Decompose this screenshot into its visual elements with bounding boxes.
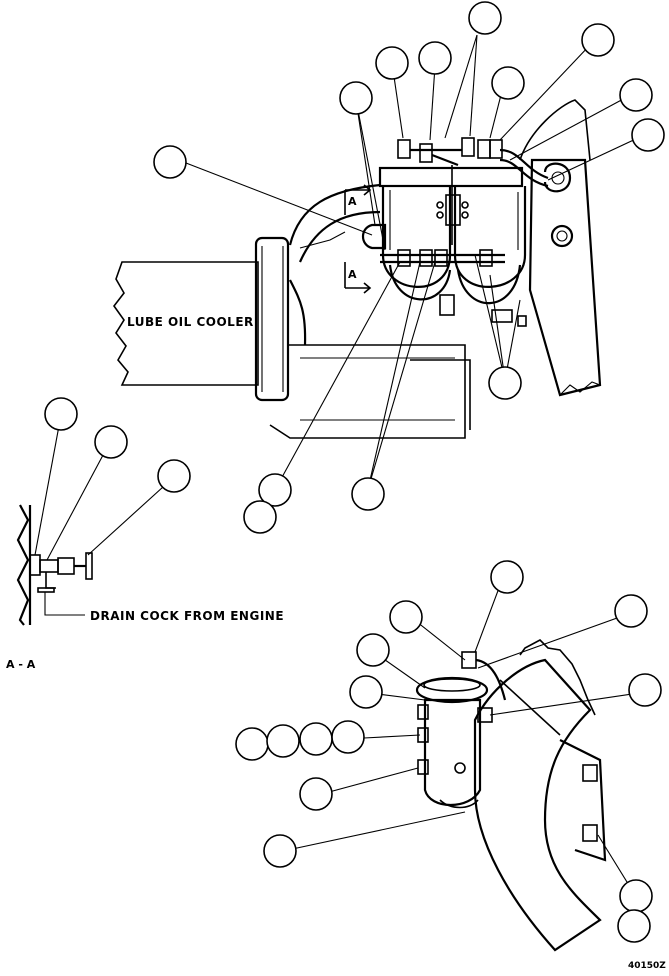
- callout-circle: [490, 560, 524, 594]
- callout-circle: [235, 727, 269, 761]
- callout-circles: [44, 1, 665, 943]
- filter-left-bowl: [381, 186, 452, 288]
- section-arrow-lower: [344, 262, 372, 294]
- section-aa-label: A - A: [6, 658, 36, 671]
- callout-circle: [243, 500, 277, 534]
- mounting-bracket: [528, 158, 602, 397]
- drain-cock-label: DRAIN COCK FROM ENGINE: [90, 609, 284, 623]
- callout-circle: [266, 724, 300, 758]
- callout-circle: [356, 633, 390, 667]
- cross-pipe: [380, 253, 505, 264]
- section-letter-lower: A: [348, 268, 357, 281]
- callout-circle: [631, 118, 665, 152]
- callout-circle: [94, 425, 128, 459]
- callout-circle: [258, 473, 292, 507]
- drain-cock-section: [16, 504, 93, 626]
- discharge-pipe: [499, 148, 549, 188]
- callout-circle: [389, 600, 423, 634]
- callout-circle: [349, 675, 383, 709]
- callout-circle: [299, 777, 333, 811]
- callout-circle: [468, 1, 502, 35]
- callout-circle: [351, 477, 385, 511]
- curved-duct: [473, 658, 602, 952]
- callout-circle: [488, 366, 522, 400]
- callout-circle: [628, 673, 662, 707]
- callout-circle: [339, 81, 373, 115]
- callout-circle: [157, 459, 191, 493]
- lube-oil-cooler-outline: [113, 261, 259, 386]
- callout-circle: [619, 78, 653, 112]
- callout-circle: [491, 66, 525, 100]
- filter-top-plate: [378, 166, 524, 188]
- callout-circle: [263, 834, 297, 868]
- lower-filter-body: [423, 698, 482, 807]
- callout-circle: [44, 397, 78, 431]
- callout-circle: [614, 594, 648, 628]
- callout-circle: [375, 46, 409, 80]
- callout-circle: [331, 720, 365, 754]
- lube-oil-cooler-label: LUBE OIL COOLER: [127, 315, 254, 329]
- section-letter-upper: A: [348, 195, 357, 208]
- callout-circle: [617, 909, 651, 943]
- engine-wall: [16, 504, 30, 626]
- callout-circle: [619, 879, 653, 913]
- callout-circle: [581, 23, 615, 57]
- cooler-flange: [254, 236, 290, 402]
- inlet-elbow: [288, 183, 381, 263]
- lower-filter-assembly: [415, 639, 607, 952]
- figure-number: 40150Z: [628, 961, 666, 971]
- upper-filter-assembly: [113, 99, 602, 439]
- callout-circle: [153, 145, 187, 179]
- callout-circle: [299, 722, 333, 756]
- callout-circle: [418, 41, 452, 75]
- filter-right-bowl: [453, 186, 527, 288]
